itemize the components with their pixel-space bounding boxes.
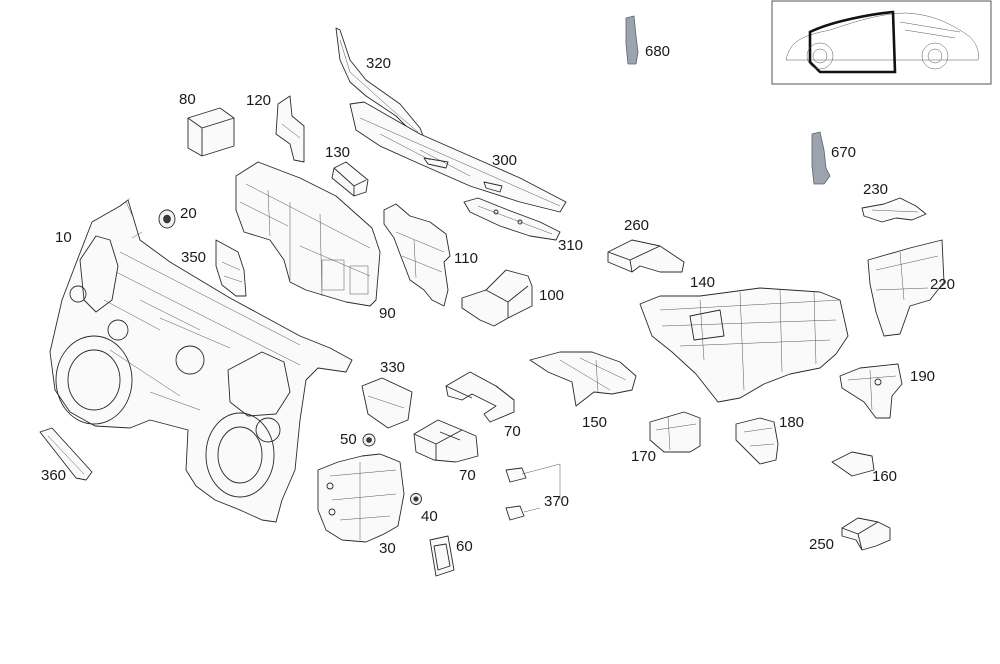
part-360-pad[interactable] bbox=[39, 427, 93, 481]
part-90-insulation-mat[interactable] bbox=[235, 161, 381, 307]
label-part-50[interactable]: 50 bbox=[340, 431, 357, 448]
label-part-350[interactable]: 350 bbox=[181, 249, 207, 266]
label-part-110[interactable]: 110 bbox=[454, 250, 478, 267]
label-part-130[interactable]: 130 bbox=[325, 144, 351, 161]
label-part-190[interactable]: 190 bbox=[910, 368, 936, 385]
part-130-strip[interactable] bbox=[331, 161, 369, 197]
part-150-insulation[interactable] bbox=[529, 351, 637, 407]
part-170-panel[interactable] bbox=[649, 411, 701, 453]
part-310-strip[interactable] bbox=[463, 197, 561, 241]
part-70-upper-block[interactable] bbox=[445, 371, 515, 423]
part-220-panel[interactable] bbox=[867, 239, 945, 337]
label-part-250[interactable]: 250 bbox=[809, 536, 835, 553]
label-part-30[interactable]: 30 bbox=[379, 540, 396, 557]
part-330-insulation[interactable] bbox=[361, 377, 413, 429]
part-60-pad[interactable] bbox=[429, 535, 455, 577]
part-30-panel[interactable] bbox=[317, 453, 405, 543]
label-part-370[interactable]: 370 bbox=[544, 493, 570, 510]
part-40-clip[interactable] bbox=[410, 493, 422, 505]
label-part-310[interactable]: 310 bbox=[558, 237, 584, 254]
label-part-140[interactable]: 140 bbox=[690, 274, 716, 291]
label-part-70-lower[interactable]: 70 bbox=[459, 467, 476, 484]
label-part-670[interactable]: 670 bbox=[831, 144, 857, 161]
part-180-panel[interactable] bbox=[735, 417, 779, 465]
part-110-bracket-insulation[interactable] bbox=[383, 203, 451, 307]
label-part-330[interactable]: 330 bbox=[380, 359, 406, 376]
part-300-cowl-panel[interactable] bbox=[349, 101, 567, 213]
part-190-panel[interactable] bbox=[839, 363, 903, 419]
label-part-160[interactable]: 160 bbox=[872, 468, 898, 485]
label-part-170[interactable]: 170 bbox=[631, 448, 657, 465]
label-part-100[interactable]: 100 bbox=[539, 287, 565, 304]
part-350-insulation[interactable] bbox=[215, 239, 247, 297]
part-670-highlighted-seal[interactable] bbox=[811, 131, 831, 185]
part-250-block[interactable] bbox=[841, 517, 891, 551]
label-part-70-upper[interactable]: 70 bbox=[504, 423, 521, 440]
vehicle-locator-inset bbox=[771, 0, 992, 85]
label-part-90[interactable]: 90 bbox=[379, 305, 396, 322]
label-part-150[interactable]: 150 bbox=[582, 414, 608, 431]
label-part-40[interactable]: 40 bbox=[421, 508, 438, 525]
part-10-firewall[interactable] bbox=[49, 197, 353, 523]
part-160-pad[interactable] bbox=[831, 451, 875, 477]
label-part-220[interactable]: 220 bbox=[930, 276, 956, 293]
part-120-insulation[interactable] bbox=[275, 95, 305, 163]
label-part-230[interactable]: 230 bbox=[863, 181, 889, 198]
label-part-80[interactable]: 80 bbox=[179, 91, 196, 108]
label-part-180[interactable]: 180 bbox=[779, 414, 805, 431]
part-230-bracket[interactable] bbox=[861, 197, 927, 223]
part-70-lower-block[interactable] bbox=[413, 419, 479, 463]
label-part-120[interactable]: 120 bbox=[246, 92, 272, 109]
part-100-foam[interactable] bbox=[461, 269, 533, 327]
part-50-clip[interactable] bbox=[362, 433, 376, 447]
part-260-block[interactable] bbox=[607, 239, 685, 273]
label-part-60[interactable]: 60 bbox=[456, 538, 473, 555]
part-20-grommet[interactable] bbox=[158, 209, 176, 229]
label-part-360[interactable]: 360 bbox=[41, 467, 67, 484]
label-part-260[interactable]: 260 bbox=[624, 217, 650, 234]
label-part-680[interactable]: 680 bbox=[645, 43, 671, 60]
part-80-block[interactable] bbox=[187, 107, 235, 157]
label-part-320[interactable]: 320 bbox=[366, 55, 392, 72]
part-370-plugs[interactable] bbox=[505, 463, 561, 521]
part-680-highlighted-seal[interactable] bbox=[625, 15, 639, 65]
label-part-10[interactable]: 10 bbox=[55, 229, 72, 246]
label-part-20[interactable]: 20 bbox=[180, 205, 197, 222]
label-part-300[interactable]: 300 bbox=[492, 152, 518, 169]
part-140-interior-insulation[interactable] bbox=[639, 287, 849, 403]
